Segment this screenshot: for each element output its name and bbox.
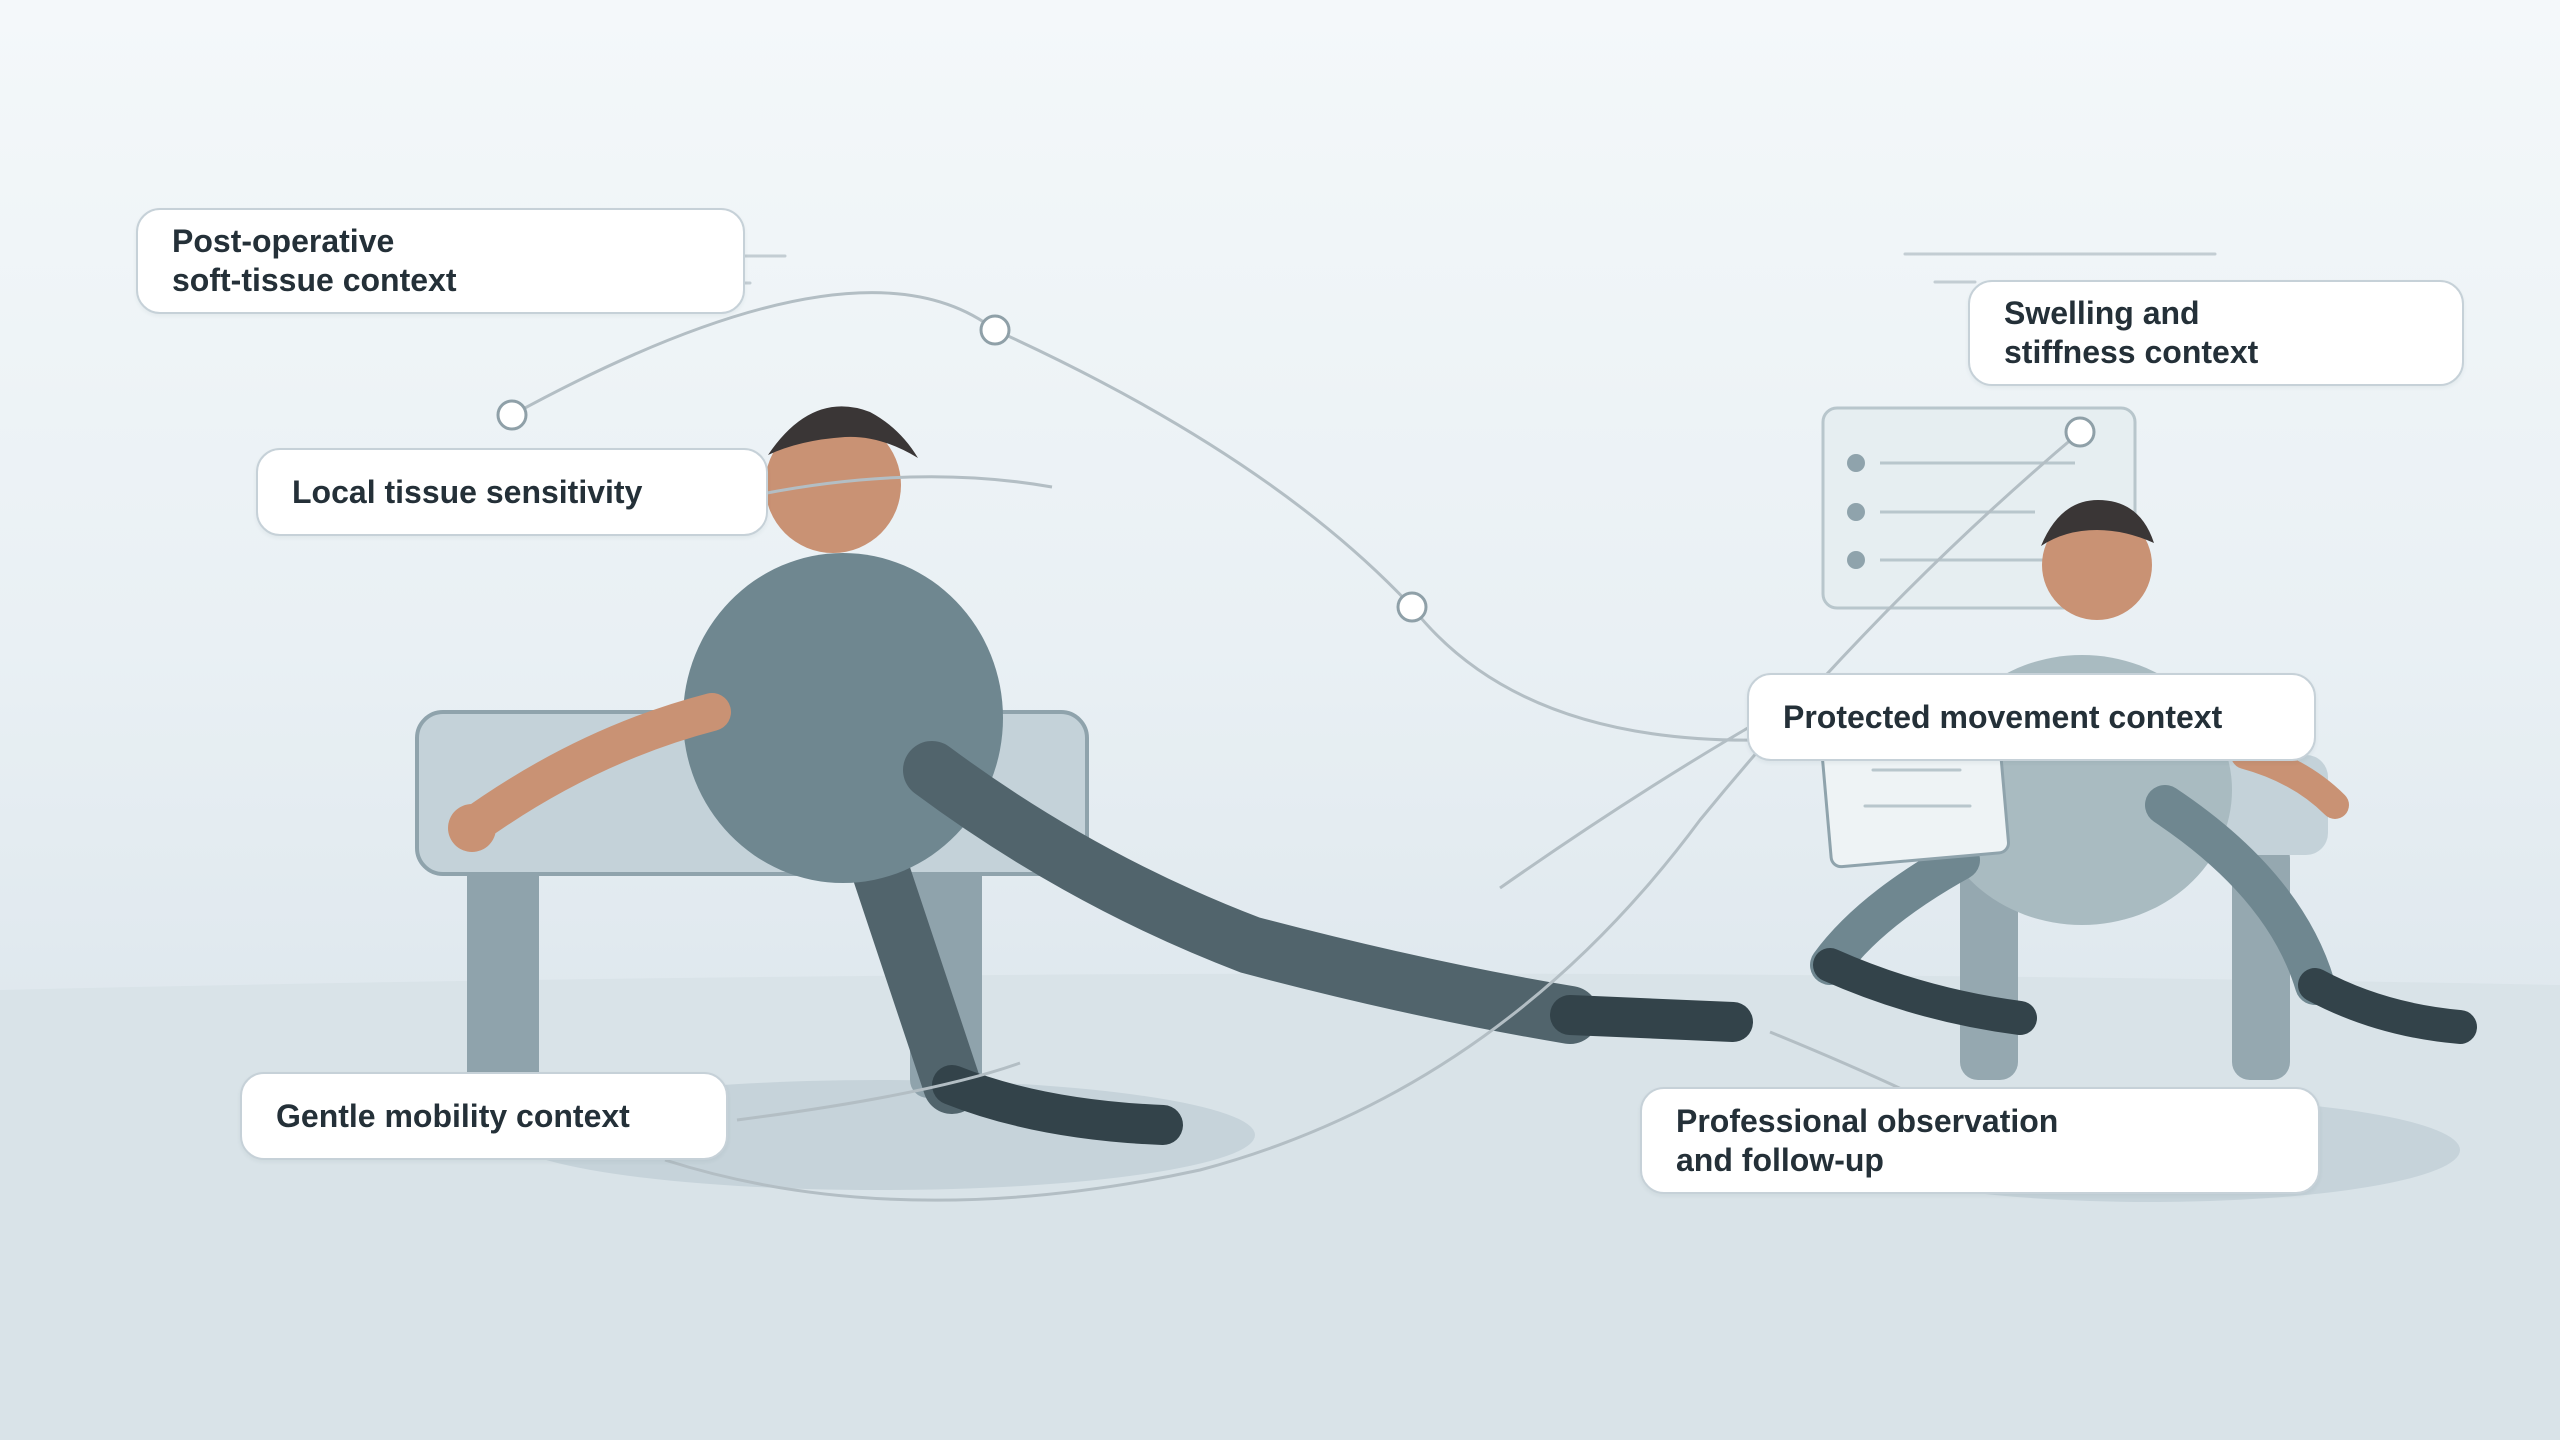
patient-figure [448,406,1753,1145]
connector-node [496,399,528,431]
connector-arc-bottom [664,430,2081,1202]
patient-hand [448,804,496,852]
callout-swelling-stiffness-text: Swelling and stiffness context [2004,295,2259,370]
patient-head [765,417,901,553]
patient-arm [451,693,731,847]
callout-professional-observation: Professional observation and follow-up [1640,1087,2320,1194]
patient-torso [683,553,1003,883]
connector-local-sensitivity [741,475,1053,500]
clinician-leg-right [2145,785,2335,1005]
patient-hair [768,406,918,458]
patient-leg-right [903,741,1599,1044]
clinician-head [2042,510,2152,620]
clinician-leg-left [1810,840,1980,985]
callout-gentle-mobility: Gentle mobility context [240,1072,728,1160]
callout-protected-movement: Protected movement context [1747,673,2316,761]
connector-nodes [496,314,2096,623]
clinician-hair [2041,500,2154,546]
floor [0,973,2560,1440]
connector-gentle-mobility [736,1061,1021,1122]
connector-protected-movement [1499,716,1766,890]
bench-leg-left [467,848,539,1098]
callout-post-operative-text: Post-operative soft-tissue context [172,223,457,298]
clinician-shoe-right [2298,968,2477,1044]
connector-node [2064,416,2096,448]
callout-local-sensitivity-text: Local tissue sensitivity [292,473,643,510]
callout-local-sensitivity: Local tissue sensitivity [256,448,768,536]
callout-swelling-stiffness: Swelling and stiffness context [1968,280,2464,386]
patient-shoe-left [932,1065,1183,1145]
callout-professional-observation-text: Professional observation and follow-up [1676,1102,2059,1178]
callout-gentle-mobility-text: Gentle mobility context [276,1097,630,1134]
connector-arc-top [511,291,1766,742]
clinician-shoe-left [1813,948,2037,1035]
connector-node [979,314,1011,346]
patient-shoe-right [1550,995,1753,1042]
connector-node [1396,591,1428,623]
connector-lines [511,291,2081,1202]
callout-protected-movement-text: Protected movement context [1783,698,2223,735]
decorative-lines [733,252,2217,285]
callout-post-operative: Post-operative soft-tissue context [136,208,745,314]
